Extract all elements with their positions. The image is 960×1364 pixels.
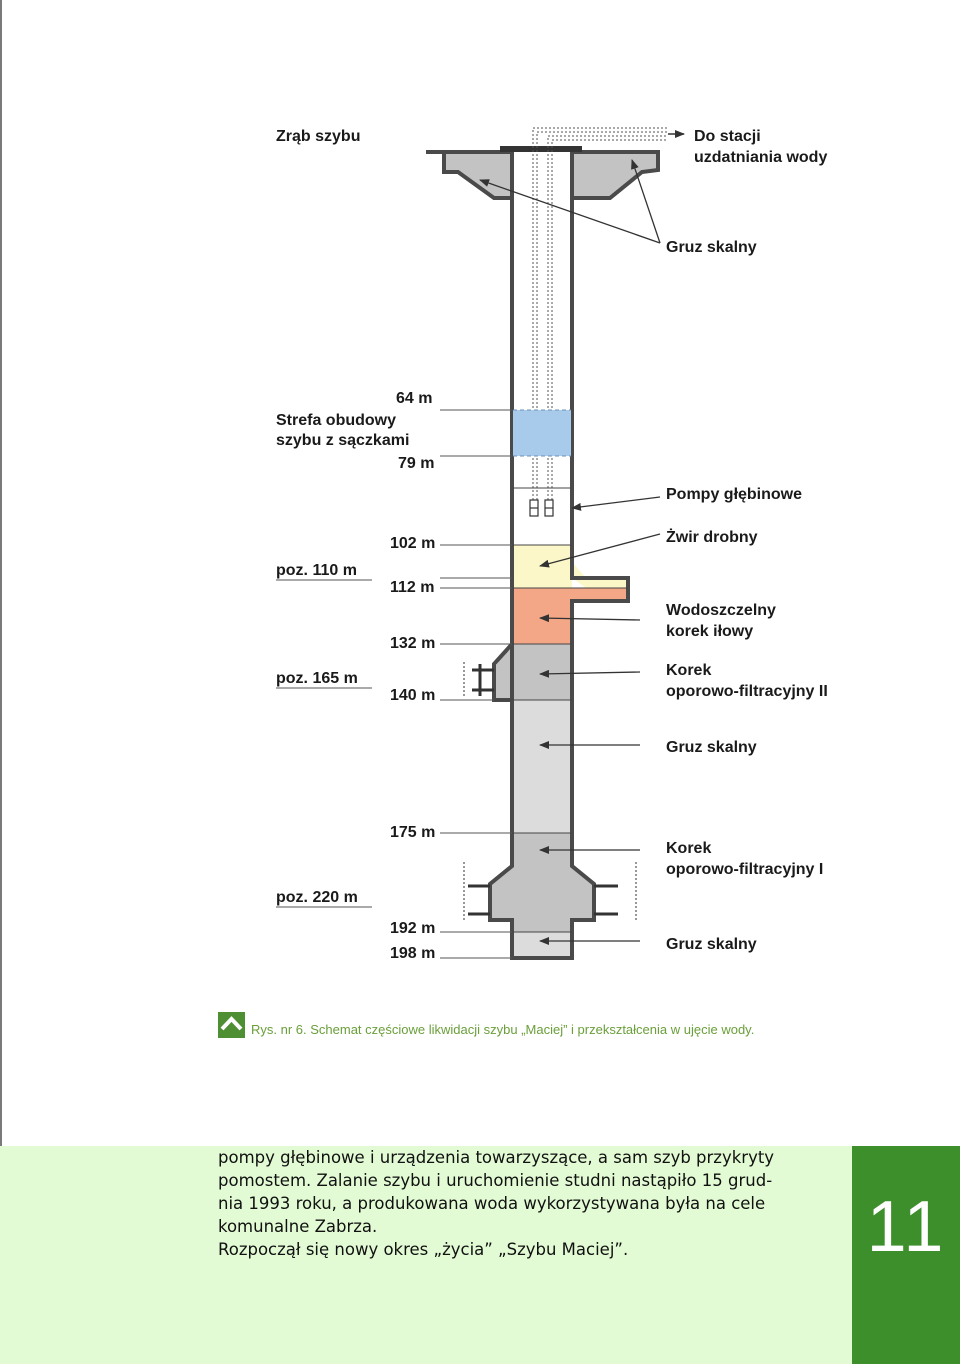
label-korek-ilowy-2: korek iłowy bbox=[666, 623, 754, 640]
shaft-walls bbox=[510, 196, 574, 545]
blue-zone bbox=[513, 410, 571, 456]
label-gruz-top: Gruz skalny bbox=[666, 239, 757, 256]
gallery-110-lower bbox=[572, 588, 628, 601]
body-line-2: pomostem. Zalanie szybu i uruchomienie s… bbox=[218, 1171, 773, 1190]
page-number-box: 11 bbox=[852, 1146, 960, 1364]
gallery-110-upper bbox=[572, 562, 628, 588]
depth-192: 192 m bbox=[390, 920, 436, 937]
shaft-diagram bbox=[276, 127, 685, 960]
layer-dividers bbox=[494, 544, 628, 933]
gallery-165 bbox=[472, 664, 494, 696]
label-zwir: Żwir drobny bbox=[666, 529, 758, 546]
depth-198: 198 m bbox=[390, 945, 436, 962]
pump-boxes bbox=[529, 499, 554, 517]
level-165: poz. 165 m bbox=[276, 670, 358, 687]
depth-175: 175 m bbox=[390, 824, 436, 841]
label-pompy: Pompy głębinowe bbox=[666, 486, 803, 503]
pump-pipes bbox=[532, 127, 668, 500]
depth-lines bbox=[276, 409, 512, 959]
label-korek1-2: oporowo-filtracyjny I bbox=[666, 861, 824, 878]
level-220: poz. 220 m bbox=[276, 889, 358, 906]
label-strefa-2: szybu z sączkami bbox=[276, 432, 410, 449]
rubble-fill bbox=[512, 700, 572, 833]
body-line-1: pompy głębinowe i urządzenia towarzysząc… bbox=[218, 1148, 775, 1167]
figure-caption: Rys. nr 6. Schemat częściowe likwidacji … bbox=[251, 1022, 755, 1037]
depth-112: 112 m bbox=[390, 579, 435, 596]
depth-79: 79 m bbox=[398, 455, 435, 472]
label-korek-ilowy-1: Wodoszczelny bbox=[666, 602, 776, 619]
gallery-220-left bbox=[468, 884, 490, 916]
depth-102: 102 m bbox=[390, 535, 436, 552]
clay-plug-fill bbox=[512, 588, 572, 644]
level-110: poz. 110 m bbox=[276, 562, 357, 579]
filter-plug-1 bbox=[490, 833, 594, 932]
depth-140: 140 m bbox=[390, 687, 436, 704]
collar-cap bbox=[500, 146, 582, 152]
label-gruz-mid: Gruz skalny bbox=[666, 739, 757, 756]
label-do-stacji-1: Do stacji bbox=[694, 128, 761, 145]
gallery-220-right bbox=[594, 884, 618, 916]
depth-64: 64 m bbox=[396, 390, 433, 407]
page-number: 11 bbox=[866, 1187, 946, 1267]
bottom-rubble bbox=[512, 932, 572, 958]
depth-132: 132 m bbox=[390, 635, 436, 652]
text-band bbox=[0, 1146, 852, 1364]
label-strefa-1: Strefa obudowy bbox=[276, 412, 397, 429]
gravel-fill bbox=[512, 545, 572, 588]
home-arrow-icon bbox=[218, 1012, 245, 1038]
body-line-4: komunalne Zabrza. bbox=[218, 1217, 378, 1236]
label-gruz-bottom: Gruz skalny bbox=[666, 936, 757, 953]
pointer-arrows bbox=[479, 159, 661, 945]
body-text: pompy głębinowe i urządzenia towarzysząc… bbox=[218, 1146, 838, 1261]
label-zrab: Zrąb szybu bbox=[276, 128, 361, 145]
body-line-3: nia 1993 roku, a produkowana woda wykorz… bbox=[218, 1194, 766, 1213]
body-line-5: Rozpoczął się nowy okres „życia” „Szybu … bbox=[218, 1240, 629, 1259]
label-korek2-2: oporowo-filtracyjny II bbox=[666, 683, 828, 700]
label-korek2-1: Korek bbox=[666, 662, 712, 679]
label-do-stacji-2: uzdatniania wody bbox=[694, 149, 828, 166]
shaft-collar bbox=[426, 150, 660, 200]
label-korek1-1: Korek bbox=[666, 840, 712, 857]
page-edge-line bbox=[0, 0, 2, 1364]
